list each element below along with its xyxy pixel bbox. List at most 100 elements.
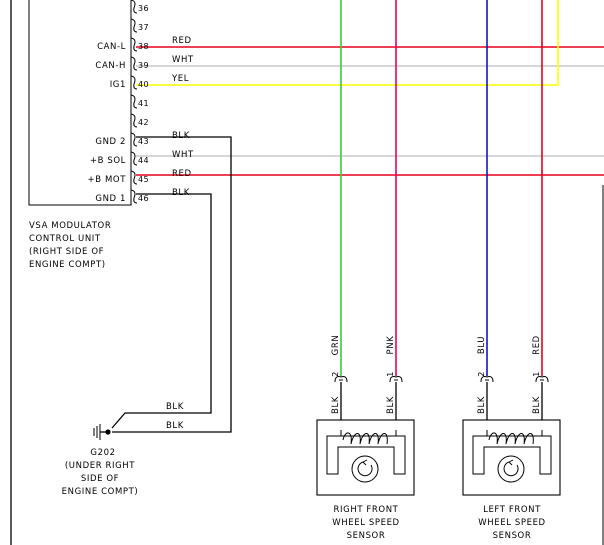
wire-40-yellow (136, 0, 559, 86)
vsa-module (28, 0, 132, 206)
sensor-pin-number: 1 (386, 371, 395, 377)
sensor-name-line: LEFT FRONT (483, 505, 541, 515)
pin-function-label: GND 1 (95, 194, 126, 204)
sensor-wire-color: BLK (386, 396, 396, 414)
sensor-wire-color: RED (532, 335, 542, 355)
ground-wire-label-2: BLK (166, 421, 184, 431)
pin-wire-color: RED (172, 169, 192, 179)
pin-bracket-icon (130, 151, 138, 166)
module-pin-row: 37 (130, 18, 149, 33)
connector-icon (389, 376, 403, 383)
module-pin-row: 40 IG1 YEL (110, 74, 189, 90)
gnd2-wire (112, 136, 232, 433)
pin-bracket-icon (130, 113, 138, 128)
pin-bracket-icon (130, 56, 138, 71)
module-name-line: (RIGHT SIDE OF (29, 247, 104, 257)
sensor-core (326, 435, 406, 475)
pin-number: 46 (138, 194, 149, 203)
ground-g202-icon (93, 424, 111, 440)
sensor-wire-color: GRN (331, 335, 341, 356)
sensor-wire-color: BLK (331, 396, 341, 414)
module-name: VSA MODULATOR CONTROL UNIT (RIGHT SIDE O… (29, 221, 111, 270)
pin-bracket-icon (130, 189, 138, 204)
sensor-name-line: SENSOR (347, 531, 386, 541)
ground-label: G202 (UNDER RIGHT SIDE OF ENGINE COMPT) (62, 448, 139, 497)
module-outline (28, 0, 132, 206)
ground-name: G202 (90, 448, 115, 458)
sensor-wire-color: BLU (477, 336, 487, 354)
pin-wire-color: WHT (172, 150, 194, 160)
pin-function-label: +B MOT (88, 175, 127, 185)
ground-wire-label-1: BLK (166, 402, 184, 412)
connector-icon (480, 376, 494, 383)
sensor-pin-number: 1 (532, 371, 541, 377)
module-name-line: ENGINE COMPT) (29, 260, 106, 270)
pin-number: 41 (138, 99, 149, 108)
pin-number: 36 (138, 4, 149, 13)
connector-icon (334, 376, 348, 383)
module-pin-row: 46 GND 1 BLK (95, 188, 190, 204)
sensor-name-line: RIGHT FRONT (334, 505, 399, 515)
pin-function-label: CAN-H (95, 61, 126, 71)
pin-bracket-icon (130, 94, 138, 109)
sensor-name-line: WHEEL SPEED (332, 518, 399, 528)
sensor-name-line: SENSOR (493, 531, 532, 541)
pin-bracket-icon (130, 18, 138, 33)
ground-desc-line: SIDE OF (81, 474, 119, 484)
bus-wires (136, 0, 604, 176)
sensor-wire-color: BLK (477, 396, 487, 414)
pin-bracket-icon (130, 0, 138, 14)
pin-number: 40 (138, 80, 149, 89)
pin-wire-color: BLK (172, 131, 190, 141)
module-pin-row: 44 +B SOL WHT (90, 150, 194, 166)
ground-wires: BLK BLK (111, 136, 232, 433)
pin-function-label: IG1 (110, 80, 126, 90)
pin-function-label: CAN-L (97, 42, 126, 52)
module-pin-row: 36 (130, 0, 149, 14)
pin-bracket-icon (130, 132, 138, 147)
ground-desc-line: ENGINE COMPT) (62, 487, 139, 497)
ground-desc-line: (UNDER RIGHT (65, 461, 135, 471)
pin-number: 37 (138, 23, 149, 32)
pin-wire-color: WHT (172, 55, 194, 65)
pin-number: 45 (138, 175, 149, 184)
module-name-line: CONTROL UNIT (29, 234, 101, 244)
coil-icon (342, 432, 388, 445)
module-pin-row: 42 (130, 113, 149, 128)
rotor-icon (497, 455, 525, 483)
connector-icon (535, 376, 549, 383)
pin-wire-color: RED (172, 36, 192, 46)
module-pin-row: 41 (130, 94, 149, 109)
module-pin-row: 39 CAN-H WHT (95, 55, 194, 71)
pin-number: 42 (138, 118, 149, 127)
pin-function-label: +B SOL (90, 156, 126, 166)
pin-number: 44 (138, 156, 149, 165)
module-pin-row: 45 +B MOT RED (88, 169, 192, 185)
gnd1-wire (111, 193, 212, 429)
sensor-signal-wires (340, 0, 543, 376)
module-pin-row: 38 CAN-L RED (97, 36, 192, 52)
sensor-wire-color: PNK (386, 336, 396, 355)
pin-number: 38 (138, 42, 149, 51)
module-pins: 363738CAN-LRED39CAN-HWHT40IG1YEL414243GN… (88, 0, 194, 204)
pin-bracket-icon (130, 37, 138, 52)
pin-function-label: GND 2 (95, 137, 126, 147)
sensor-name-line: WHEEL SPEED (478, 518, 545, 528)
pin-number: 39 (138, 61, 149, 70)
sensor-pin-number: 2 (331, 371, 340, 377)
rotor-icon (351, 455, 379, 483)
pin-wire-color: BLK (172, 188, 190, 198)
coil-icon (488, 432, 534, 445)
module-pin-row: 43 GND 2 BLK (95, 131, 190, 147)
pin-wire-color: YEL (171, 74, 189, 84)
module-name-line: VSA MODULATOR (29, 221, 111, 231)
sensor-core (472, 435, 552, 475)
sensor-pin-number: 2 (477, 371, 486, 377)
pin-bracket-icon (130, 170, 138, 185)
pin-number: 43 (138, 137, 149, 146)
sensor-wire-color: BLK (532, 396, 542, 414)
